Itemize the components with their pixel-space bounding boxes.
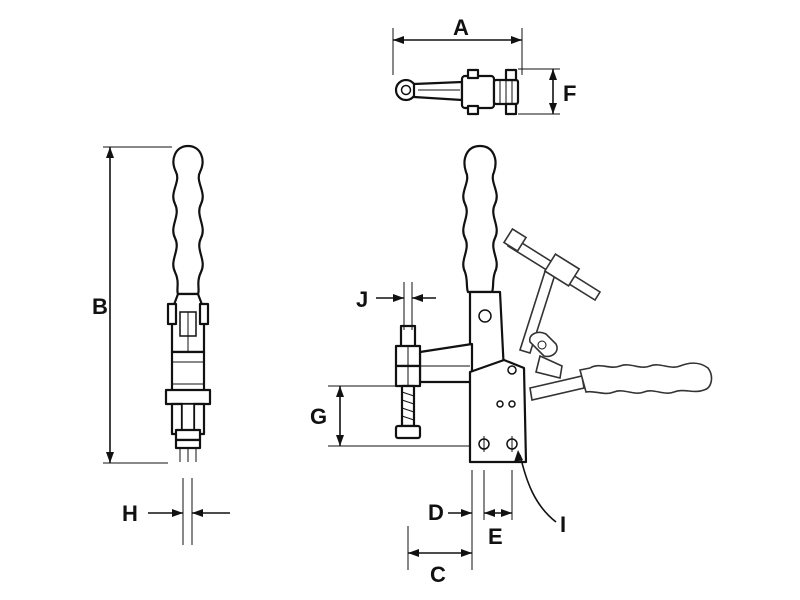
open-position-outline — [502, 227, 713, 401]
label-d: D — [428, 500, 444, 525]
side-view: J G D E C I — [310, 144, 713, 587]
label-h: H — [122, 501, 138, 526]
label-b: B — [92, 294, 108, 319]
label-e: E — [488, 524, 503, 549]
top-view: A F — [392, 15, 576, 116]
label-i: I — [560, 512, 566, 537]
leader-line-i — [519, 454, 557, 523]
label-a: A — [453, 15, 469, 40]
label-f: F — [563, 81, 576, 106]
label-g: G — [310, 404, 327, 429]
front-view-clamp — [164, 144, 212, 462]
front-view: B — [92, 144, 230, 545]
side-view-clamp — [394, 144, 528, 464]
label-j: J — [356, 287, 368, 312]
top-view-clamp — [394, 68, 520, 116]
label-c: C — [430, 562, 446, 587]
